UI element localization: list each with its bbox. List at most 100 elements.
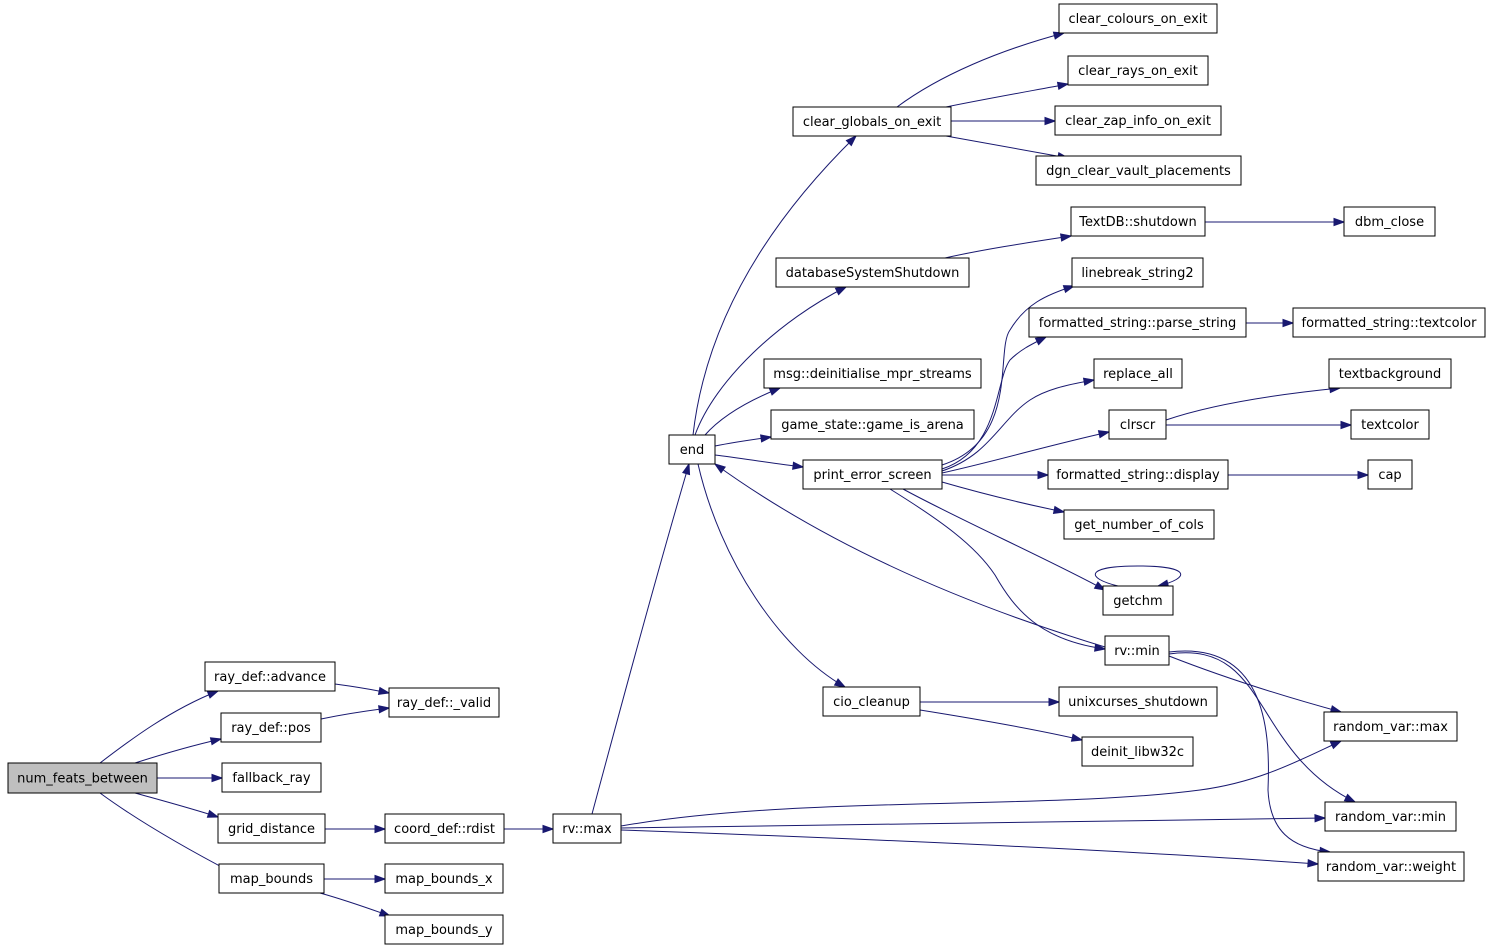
node-end[interactable]: end — [668, 434, 716, 465]
node-label: TextDB::shutdown — [1078, 215, 1196, 230]
node-rv-max[interactable]: rv::max — [552, 813, 622, 844]
node-box — [1350, 409, 1430, 440]
edge-print_error_screen-to-get_number_of_cols — [941, 481, 1066, 515]
node-unixcurses-shutdown[interactable]: unixcurses_shutdown — [1058, 686, 1218, 717]
node-box — [384, 914, 504, 945]
node-box — [1028, 307, 1247, 338]
node-box — [1035, 155, 1242, 186]
node-map-bounds-y[interactable]: map_bounds_y — [384, 914, 504, 945]
node-label: map_bounds_x — [395, 872, 493, 887]
node-dgn-clear-vault-placements[interactable]: dgn_clear_vault_placements — [1035, 155, 1242, 186]
node-map-bounds[interactable]: map_bounds — [218, 863, 325, 894]
node-label: formatted_string::display — [1056, 468, 1220, 483]
node-fs-textcolor[interactable]: formatted_string::textcolor — [1292, 307, 1486, 338]
node-game-is-arena[interactable]: game_state::game_is_arena — [770, 409, 975, 440]
node-box — [7, 762, 158, 794]
node-getchm[interactable]: getchm — [1102, 585, 1174, 616]
node-clear-rays-on-exit[interactable]: clear_rays_on_exit — [1067, 55, 1209, 86]
edge-databaseSystemShutdown-to-textdb_shutdown — [944, 233, 1073, 259]
arrowhead — [1340, 420, 1353, 430]
edge-fs_parse_string-to-fs_textcolor — [1246, 318, 1295, 328]
node-fs-display[interactable]: formatted_string::display — [1047, 459, 1229, 490]
node-box — [388, 687, 500, 718]
node-box — [1104, 635, 1170, 666]
node-box — [1058, 686, 1218, 717]
edge-rv_min-to-end — [713, 463, 1106, 648]
node-label: ray_def::advance — [214, 670, 326, 685]
node-databaseSystemShutdown[interactable]: databaseSystemShutdown — [775, 257, 970, 288]
arrowhead — [1044, 116, 1057, 126]
node-label: random_var::weight — [1326, 860, 1456, 875]
node-coord-def-rdist[interactable]: coord_def::rdist — [384, 813, 505, 844]
node-box — [1317, 851, 1465, 882]
node-box — [384, 863, 504, 894]
node-msg-deinitialise[interactable]: msg::deinitialise_mpr_streams — [763, 358, 982, 389]
arrowhead — [1329, 740, 1343, 750]
node-box — [552, 813, 622, 844]
node-box — [770, 409, 975, 440]
node-box — [1047, 459, 1229, 490]
node-fallback-ray[interactable]: fallback_ray — [221, 762, 322, 793]
node-random-var-max[interactable]: random_var::max — [1323, 711, 1458, 742]
edge-end-to-databaseSystemShutdown — [694, 286, 848, 436]
edge-clear_globals_on_exit-to-clear_colours_on_exit — [896, 31, 1066, 108]
node-print-error-screen[interactable]: print_error_screen — [802, 459, 943, 490]
node-box — [1108, 409, 1167, 440]
node-textdb-shutdown[interactable]: TextDB::shutdown — [1070, 206, 1206, 237]
node-ray-def-advance[interactable]: ray_def::advance — [204, 661, 336, 692]
node-random-var-weight[interactable]: random_var::weight — [1317, 851, 1465, 882]
node-cap[interactable]: cap — [1367, 459, 1413, 490]
node-grid-distance[interactable]: grid_distance — [217, 813, 326, 844]
edge-fs_display-to-cap — [1228, 470, 1370, 480]
node-random-var-min[interactable]: random_var::min — [1324, 801, 1457, 832]
node-label: formatted_string::textcolor — [1302, 316, 1478, 331]
node-label: ray_def::_valid — [397, 696, 491, 711]
edge-print_error_screen-to-fs_display — [942, 470, 1050, 480]
node-box — [1081, 736, 1194, 767]
node-label: dgn_clear_vault_placements — [1046, 164, 1231, 179]
arrowhead — [1048, 697, 1061, 707]
node-label: get_number_of_cols — [1074, 518, 1204, 533]
node-box — [1067, 55, 1209, 86]
node-cio-cleanup[interactable]: cio_cleanup — [822, 686, 921, 717]
node-ray-def-valid[interactable]: ray_def::_valid — [388, 687, 500, 718]
edge-end-to-game_is_arena — [714, 434, 773, 447]
node-box — [668, 434, 716, 465]
arrowhead — [1097, 430, 1111, 439]
node-box — [218, 863, 325, 894]
arrowhead — [1059, 233, 1073, 242]
node-label: fallback_ray — [232, 771, 310, 786]
arrowhead — [713, 463, 726, 474]
node-replace-all[interactable]: replace_all — [1093, 358, 1183, 389]
arrowhead — [1070, 733, 1084, 742]
arrowhead — [377, 686, 391, 695]
node-fs-parse-string[interactable]: formatted_string::parse_string — [1028, 307, 1247, 338]
node-label: textbackground — [1339, 367, 1442, 382]
edge-cio_cleanup-to-unixcurses_shutdown — [920, 697, 1061, 707]
arrowhead — [542, 824, 555, 834]
arrowhead — [374, 874, 387, 884]
node-linebreak-string2[interactable]: linebreak_string2 — [1071, 257, 1204, 288]
node-box — [1063, 509, 1215, 540]
node-textcolor[interactable]: textcolor — [1350, 409, 1430, 440]
node-map-bounds-x[interactable]: map_bounds_x — [384, 863, 504, 894]
node-clear-globals-on-exit[interactable]: clear_globals_on_exit — [792, 106, 952, 137]
node-get-number-of-cols[interactable]: get_number_of_cols — [1063, 509, 1215, 540]
node-dbm-close[interactable]: dbm_close — [1343, 206, 1436, 237]
node-textbackground[interactable]: textbackground — [1328, 358, 1452, 389]
arrowhead — [682, 462, 691, 476]
node-rv-min[interactable]: rv::min — [1104, 635, 1170, 666]
node-box — [1292, 307, 1486, 338]
edge-num_feats_between-to-grid_distance — [134, 792, 220, 818]
edge-print_error_screen-to-replace_all — [941, 377, 1096, 472]
node-clear-colours-on-exit[interactable]: clear_colours_on_exit — [1058, 3, 1218, 34]
node-deinit-libw32c[interactable]: deinit_libw32c — [1081, 736, 1194, 767]
node-clear-zap-info-on-exit[interactable]: clear_zap_info_on_exit — [1054, 105, 1222, 136]
node-label: map_bounds_y — [395, 923, 493, 938]
node-num-feats-between[interactable]: num_feats_between — [7, 762, 158, 794]
arrowhead — [374, 824, 387, 834]
node-box — [1343, 206, 1436, 237]
node-clrscr[interactable]: clrscr — [1108, 409, 1167, 440]
node-label: replace_all — [1103, 367, 1173, 382]
node-ray-def-pos[interactable]: ray_def::pos — [220, 712, 322, 743]
